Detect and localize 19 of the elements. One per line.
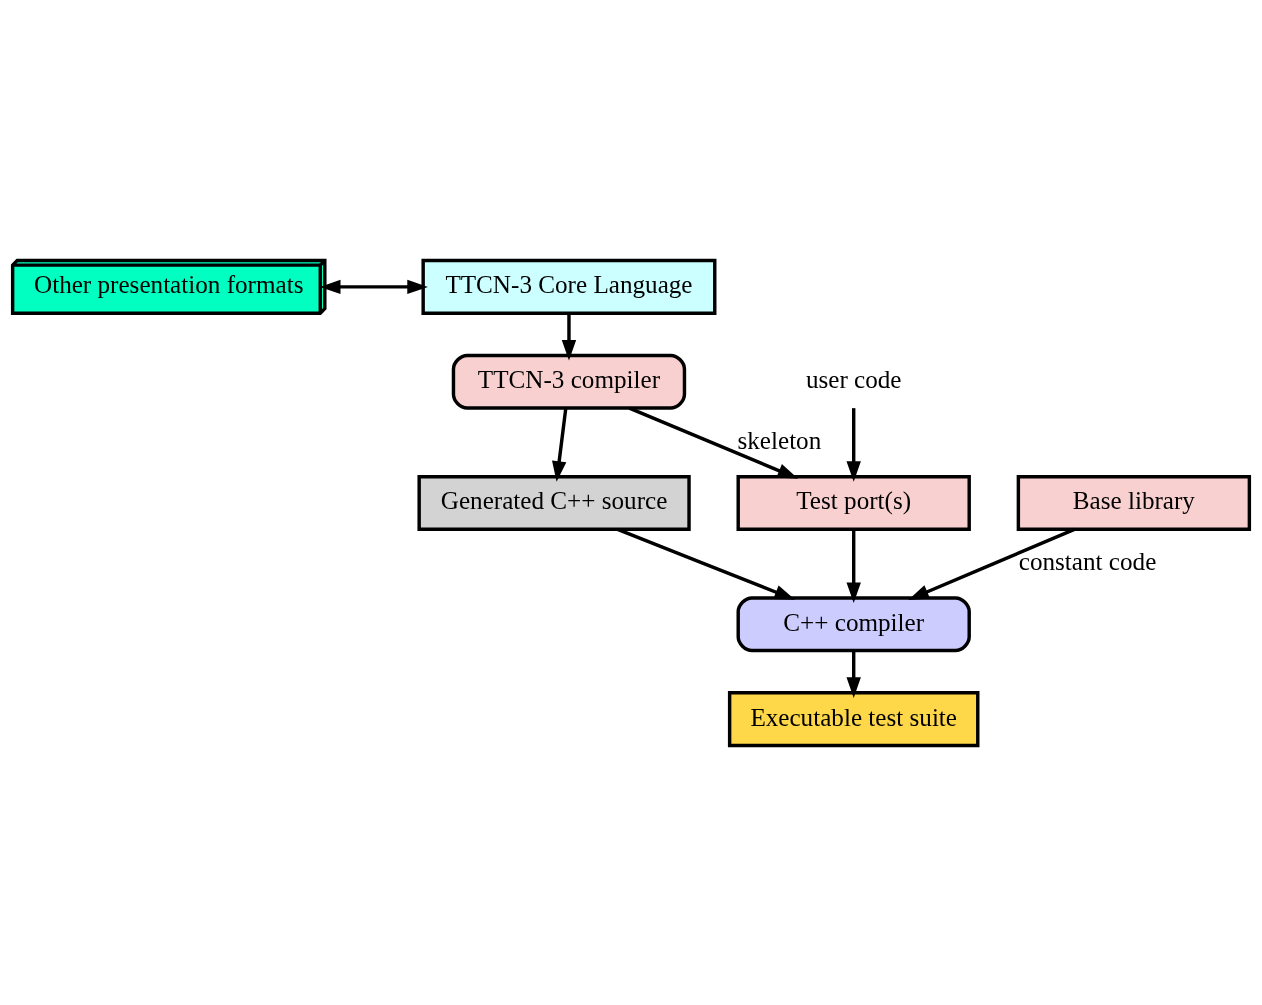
node-box: Executable test suite [727,690,980,747]
node-box: Base library [1016,474,1252,531]
node-box: TTCN-3 Core Language [421,258,717,315]
node-text: user code [805,365,902,393]
arrow [846,528,861,603]
node-box: Generated C++ source [417,474,691,531]
arrow [561,312,577,361]
arrow [617,527,796,600]
arrow [319,279,428,294]
arrow [552,407,568,482]
edge-label: skeleton [737,426,822,454]
node-box: TTCN-3 compiler [451,353,687,410]
arrow [846,407,861,482]
node-box: C++ compiler [736,595,971,652]
edge-label: constant code [1018,547,1157,575]
arrow [908,527,1076,600]
node-box: Test port(s) [736,474,971,531]
arrow [846,650,861,698]
arrow [628,406,799,479]
